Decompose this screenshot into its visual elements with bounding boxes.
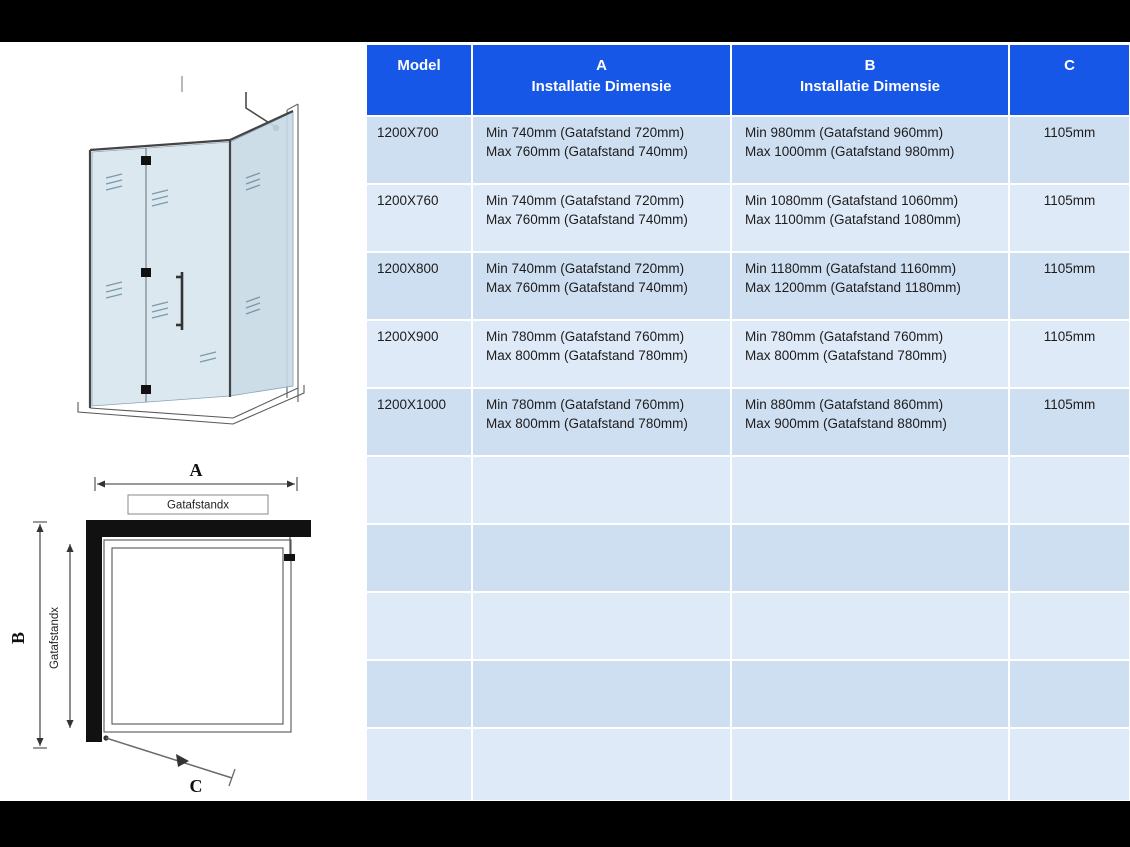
door-handle-icon [176,272,184,330]
dimension-a-cell: Min 780mm (Gatafstand 760mm) Max 800mm (… [473,321,730,387]
dim-b-min: Min 1180mm (Gatafstand 1160mm) [745,261,957,276]
dimension-a-cell: Min 740mm (Gatafstand 720mm) Max 760mm (… [473,117,730,183]
dim-a-max: Max 800mm (Gatafstand 780mm) [486,415,688,431]
dimension-c-cell: 1105mm [1010,185,1129,251]
dim-b-min: Min 880mm (Gatafstand 860mm) [745,397,944,412]
top-black-bar [0,0,1130,42]
dim-a-min: Min 780mm (Gatafstand 760mm) [486,329,685,344]
dimension-b-cell: Min 980mm (Gatafstand 960mm) Max 1000mm … [732,117,1008,183]
model-cell: 1200X700 [367,117,471,183]
dim-a-min: Min 740mm (Gatafstand 720mm) [486,125,685,140]
header-col-c: C [1010,45,1129,115]
dimension-a-cell: Min 740mm (Gatafstand 720mm) Max 760mm (… [473,185,730,251]
dimension-c-cell: 1105mm [1010,389,1129,455]
dimension-b-cell: Min 880mm (Gatafstand 860mm) Max 900mm (… [732,389,1008,455]
bottom-black-bar [0,801,1130,847]
empty-cell [367,525,471,591]
empty-cell [473,729,730,800]
header-a-title: A [596,57,607,74]
dim-a-min: Min 740mm (Gatafstand 720mm) [486,193,685,208]
door-hinges [141,148,151,402]
door-swing [103,735,236,787]
shower-tray [77,385,305,425]
left-wall [86,520,102,742]
top-wall [92,520,311,537]
dim-b-min: Min 980mm (Gatafstand 960mm) [745,125,944,140]
side-glass-panel [229,111,294,397]
dimension-c-cell: 1105mm [1010,321,1129,387]
panel-bracket [284,537,295,561]
model-cell: 1200X900 [367,321,471,387]
gatafstand-label-horizontal: Gatafstandx [167,500,229,512]
header-model-label: Model [397,57,441,74]
empty-cell [732,661,1008,727]
header-a-subtitle: Installatie Dimensie [531,78,672,95]
dim-a-max: Max 800mm (Gatafstand 780mm) [486,347,688,363]
dimension-a-cell: Min 740mm (Gatafstand 720mm) Max 760mm (… [473,253,730,319]
empty-cell [367,457,471,523]
gatafstand-label-vertical: Gatafstandx [49,607,61,669]
dimension-c-cell: 1105mm [1010,253,1129,319]
dim-a-min: Min 780mm (Gatafstand 760mm) [486,397,685,412]
empty-cell [367,661,471,727]
empty-cell [473,593,730,659]
dimension-c-cell: 1105mm [1010,117,1129,183]
header-col-b: B Installatie Dimensie [732,45,1008,115]
shower-plan-diagram: A Gatafstandx [8,460,311,796]
dimension-a-cell: Min 780mm (Gatafstand 760mm) Max 800mm (… [473,389,730,455]
header-b-subtitle: Installatie Dimensie [799,78,941,95]
dim-a-max: Max 760mm (Gatafstand 740mm) [486,143,688,159]
dimension-b-cell: Min 1080mm (Gatafstand 1060mm) Max 1100m… [732,185,1008,251]
technical-drawings: A Gatafstandx [0,42,366,801]
dim-label-b: B [8,632,28,644]
dim-a-min: Min 740mm (Gatafstand 720mm) [486,261,685,276]
dim-b-max: Max 1200mm (Gatafstand 1180mm) [745,279,961,295]
header-c-title: C [1064,57,1075,74]
empty-cell [732,457,1008,523]
spec-table: Model A Installatie Dimensie B Installat… [367,45,1129,800]
empty-cell [732,593,1008,659]
dim-label-a: A [190,460,203,480]
front-glass-panel [91,141,231,407]
header-col-a: A Installatie Dimensie [473,45,730,115]
empty-cell [367,593,471,659]
dim-b-max: Max 1100mm (Gatafstand 1080mm) [745,211,961,227]
empty-cell [1010,593,1129,659]
dim-b-min: Min 1080mm (Gatafstand 1060mm) [745,193,959,208]
model-cell: 1200X760 [367,185,471,251]
empty-cell [732,525,1008,591]
shower-3d-diagram [77,76,305,425]
dim-b-max: Max 1000mm (Gatafstand 980mm) [745,143,955,159]
glass-hatch-marks [105,172,261,363]
empty-cell [1010,661,1129,727]
dim-a-max: Max 760mm (Gatafstand 740mm) [486,279,688,295]
dim-a-max: Max 760mm (Gatafstand 740mm) [486,211,688,227]
empty-cell [367,729,471,800]
empty-cell [732,729,1008,800]
dimension-b-cell: Min 780mm (Gatafstand 760mm) Max 800mm (… [732,321,1008,387]
empty-cell [473,525,730,591]
header-model: Model [367,45,471,115]
empty-cell [1010,729,1129,800]
empty-cell [1010,525,1129,591]
tray-outline [103,539,292,733]
model-cell: 1200X1000 [367,389,471,455]
dim-b-min: Min 780mm (Gatafstand 760mm) [745,329,944,344]
empty-cell [1010,457,1129,523]
dimension-b-cell: Min 1180mm (Gatafstand 1160mm) Max 1200m… [732,253,1008,319]
dim-b-max: Max 900mm (Gatafstand 880mm) [745,415,947,431]
dim-b-max: Max 800mm (Gatafstand 780mm) [745,347,947,363]
dim-label-c: C [190,776,203,796]
empty-cell [473,457,730,523]
empty-cell [473,661,730,727]
header-b-title: B [864,57,876,74]
model-cell: 1200X800 [367,253,471,319]
